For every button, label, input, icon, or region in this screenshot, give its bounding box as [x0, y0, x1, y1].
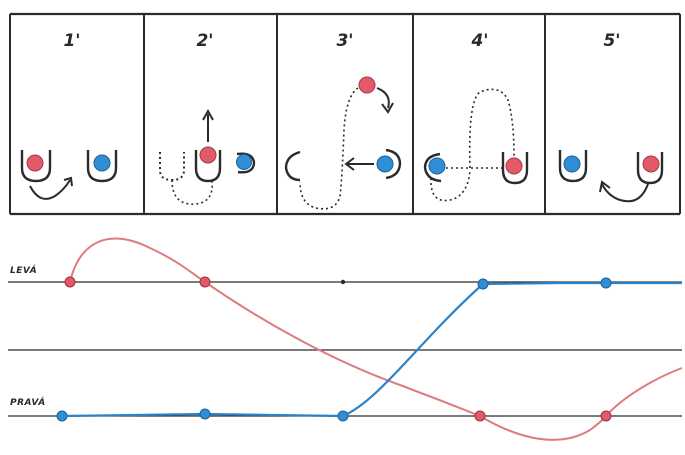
- fall-arrow: [376, 87, 390, 109]
- path-trace: [171, 179, 213, 205]
- blue-ball: [93, 154, 111, 172]
- blue-ball: [236, 154, 252, 170]
- left-hand-ghost-icon: [159, 152, 185, 182]
- side-hand-icon: [236, 152, 256, 174]
- blue-ball: [428, 157, 446, 175]
- red-ball: [199, 146, 217, 164]
- left-hand-icon: [284, 150, 301, 182]
- pass-arrow: [29, 179, 71, 200]
- blue-ball: [376, 155, 394, 173]
- red-marker: [600, 410, 612, 422]
- blue-marker: [199, 408, 211, 420]
- left-hand-icon: [423, 152, 442, 183]
- red-ball: [505, 157, 523, 175]
- arrowhead-icon: [202, 108, 214, 121]
- panel-4-label: 4': [470, 31, 488, 51]
- arrowhead-icon: [63, 176, 73, 187]
- red-marker: [64, 276, 76, 288]
- pass-arrow: [601, 183, 649, 203]
- left-hand-icon: [558, 150, 588, 183]
- tick-dot: [340, 279, 346, 285]
- right-hand-icon: [194, 150, 222, 183]
- right-hand-icon: [86, 150, 118, 183]
- panel-5-label: 5': [603, 31, 620, 51]
- path-trace: [299, 87, 359, 210]
- red-marker: [199, 276, 211, 288]
- path-trace: [468, 88, 515, 169]
- left-track-label: LEVÁ: [10, 264, 37, 276]
- path-trace: [430, 169, 471, 202]
- panel-3-scene: [284, 76, 402, 210]
- blue-marker: [600, 277, 612, 289]
- panel-1-label: 1': [63, 31, 80, 51]
- red-ball-trajectory: [69, 237, 683, 441]
- panel-2-scene: [159, 108, 256, 205]
- arrowhead-icon: [599, 180, 611, 193]
- red-ball: [642, 155, 660, 173]
- blue-ball: [563, 155, 581, 173]
- red-ball: [358, 76, 376, 94]
- right-track-label: PRAVÁ: [10, 396, 46, 408]
- arrowhead-icon: [344, 157, 355, 171]
- blue-marker: [477, 278, 489, 290]
- panel-2-label: 2': [196, 31, 213, 51]
- right-hand-icon: [501, 152, 529, 185]
- timeline: LEVÁ PRAVÁ: [8, 237, 683, 441]
- right-hand-icon: [636, 152, 664, 185]
- panel-strip: [9, 12, 681, 216]
- left-hand-icon: [20, 150, 52, 183]
- panel-4-scene: [423, 88, 529, 202]
- panel-5-scene: [558, 150, 664, 203]
- panel-1-scene: [20, 150, 118, 200]
- arrowhead-icon: [381, 102, 394, 114]
- right-hand-icon: [385, 148, 402, 180]
- blue-marker: [337, 410, 349, 422]
- red-marker: [474, 410, 486, 422]
- blue-marker: [56, 410, 68, 422]
- red-ball: [26, 154, 44, 172]
- panel-3-label: 3': [336, 31, 353, 51]
